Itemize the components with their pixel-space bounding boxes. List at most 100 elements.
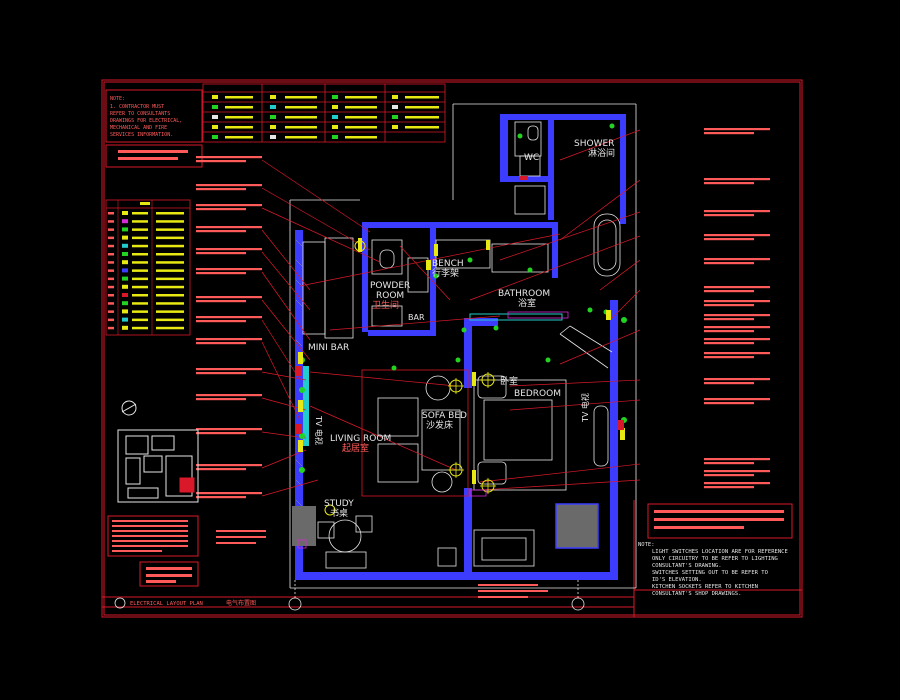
text-placeholder-bar xyxy=(704,378,770,381)
text-placeholder-bar xyxy=(132,269,148,272)
text-placeholder-bar xyxy=(132,244,148,248)
text-placeholder-bar xyxy=(196,226,262,229)
text-placeholder-bar xyxy=(132,302,148,305)
text-placeholder-bar xyxy=(196,496,246,499)
room-label-bathroom-cn: 浴室 xyxy=(518,297,536,309)
room-label-living-room: LIVING ROOM xyxy=(330,434,391,444)
text-placeholder-bar xyxy=(122,309,128,314)
leader-lines xyxy=(261,129,641,497)
text-placeholder-bar xyxy=(704,356,754,359)
text-placeholder-bar xyxy=(108,310,114,313)
callouts-right xyxy=(704,128,770,489)
text-placeholder-bar xyxy=(704,402,754,405)
text-placeholder-bar xyxy=(704,234,770,237)
text-placeholder-bar xyxy=(704,326,770,329)
text-placeholder-bar xyxy=(704,178,770,181)
furniture xyxy=(302,121,621,569)
text-placeholder-bar xyxy=(122,276,128,281)
text-placeholder-bar xyxy=(132,294,148,297)
text-placeholder-bar xyxy=(122,243,128,248)
legend-table-top-entries xyxy=(212,95,439,139)
text-placeholder-bar xyxy=(108,220,114,223)
text-placeholder-bar xyxy=(196,208,246,211)
text-placeholder-bar xyxy=(122,235,128,240)
text-placeholder-bar xyxy=(196,428,262,431)
text-placeholder-bar xyxy=(196,372,246,375)
room-label-bedroom-cn: 卧室 xyxy=(500,375,518,387)
text-placeholder-bar xyxy=(122,325,128,330)
text-placeholder-bar xyxy=(108,326,114,330)
text-placeholder-bar xyxy=(196,398,246,401)
key-plan xyxy=(117,400,199,503)
text-placeholder-bar xyxy=(108,302,114,305)
text-placeholder-bar xyxy=(108,228,114,231)
note-line: 1. CONTRACTOR MUST xyxy=(110,104,164,110)
text-placeholder-bar xyxy=(704,330,754,333)
text-placeholder-bar xyxy=(122,317,128,322)
text-placeholder-bar xyxy=(196,394,262,397)
note-line: MECHANICAL AND FIRE xyxy=(110,125,167,131)
room-label-bar: BAR xyxy=(408,313,425,322)
text-placeholder-bar xyxy=(196,184,262,187)
legend-table-left xyxy=(105,199,191,336)
text-placeholder-bar xyxy=(704,382,754,385)
text-placeholder-bar xyxy=(196,230,246,233)
text-placeholder-bar xyxy=(704,398,770,401)
note-line: ONLY CIRCUITRY TO BE REFER TO LIGHTING xyxy=(652,556,778,562)
wall-hatching xyxy=(292,239,316,546)
room-label-bathroom: BATHROOM xyxy=(498,289,550,299)
text-placeholder-bar xyxy=(196,492,262,495)
text-placeholder-bar xyxy=(122,268,128,273)
text-placeholder-bar xyxy=(196,204,262,207)
room-label-minibar: MINI BAR xyxy=(308,343,349,353)
text-placeholder-bar xyxy=(704,128,770,131)
text-placeholder-bar xyxy=(196,368,262,371)
text-placeholder-bar xyxy=(132,261,148,264)
text-placeholder-bar xyxy=(196,160,246,163)
text-placeholder-bar xyxy=(132,212,148,215)
text-placeholder-bar xyxy=(122,301,128,306)
text-placeholder-bar xyxy=(704,210,770,213)
text-placeholder-bar xyxy=(108,244,114,248)
text-placeholder-bar xyxy=(122,219,128,224)
text-placeholder-bar xyxy=(704,300,770,303)
text-placeholder-bar xyxy=(108,277,114,281)
text-placeholder-bar xyxy=(108,318,114,322)
text-placeholder-bar xyxy=(108,294,114,297)
note-line: SWITCHES SETTING OUT TO BE REFER TO xyxy=(652,570,768,576)
notes-box-top-left: NOTE: 1. CONTRACTOR MUST REFER TO CONSUL… xyxy=(105,89,203,168)
room-label-living-room-cn: 起居室 xyxy=(342,442,369,454)
text-placeholder-bar xyxy=(704,352,770,355)
text-placeholder-bar xyxy=(156,318,184,322)
text-placeholder-bar xyxy=(156,228,184,231)
text-placeholder-bar xyxy=(132,228,148,231)
text-placeholder-bar xyxy=(122,293,128,297)
text-placeholder-bar xyxy=(196,338,262,341)
text-placeholder-bar xyxy=(108,236,114,240)
note-line: LIGHT SWITCHES LOCATION ARE FOR REFERENC… xyxy=(652,549,788,555)
text-placeholder-bar xyxy=(196,320,246,323)
text-placeholder-bar xyxy=(196,300,246,303)
room-labels: WC SHOWER 淋浴间 POWDER ROOM 卫生间 BENCH 行李架 … xyxy=(308,139,615,519)
text-placeholder-bar xyxy=(196,156,262,159)
text-placeholder-bar xyxy=(704,342,754,345)
text-placeholder-bar xyxy=(156,261,184,264)
bathroom-column xyxy=(555,503,599,549)
text-placeholder-bar xyxy=(196,468,246,471)
room-label-powder-room: ROOM xyxy=(376,291,404,301)
text-placeholder-bar xyxy=(196,188,246,191)
notes-box-bottom-left xyxy=(107,515,199,587)
room-label-shower-cn: 淋浴间 xyxy=(588,147,615,159)
text-placeholder-bar xyxy=(196,316,262,319)
text-placeholder-bar xyxy=(704,182,754,185)
lighting-fixtures xyxy=(296,123,627,549)
text-placeholder-bar xyxy=(704,486,754,489)
text-placeholder-bar xyxy=(156,310,184,313)
text-placeholder-bar xyxy=(704,132,754,135)
text-placeholder-bar xyxy=(108,253,114,256)
text-placeholder-bar xyxy=(122,252,128,256)
text-placeholder-bar xyxy=(704,304,754,307)
text-placeholder-bar xyxy=(704,318,754,321)
room-label-tv-bedroom: TV 电视 xyxy=(580,393,590,423)
